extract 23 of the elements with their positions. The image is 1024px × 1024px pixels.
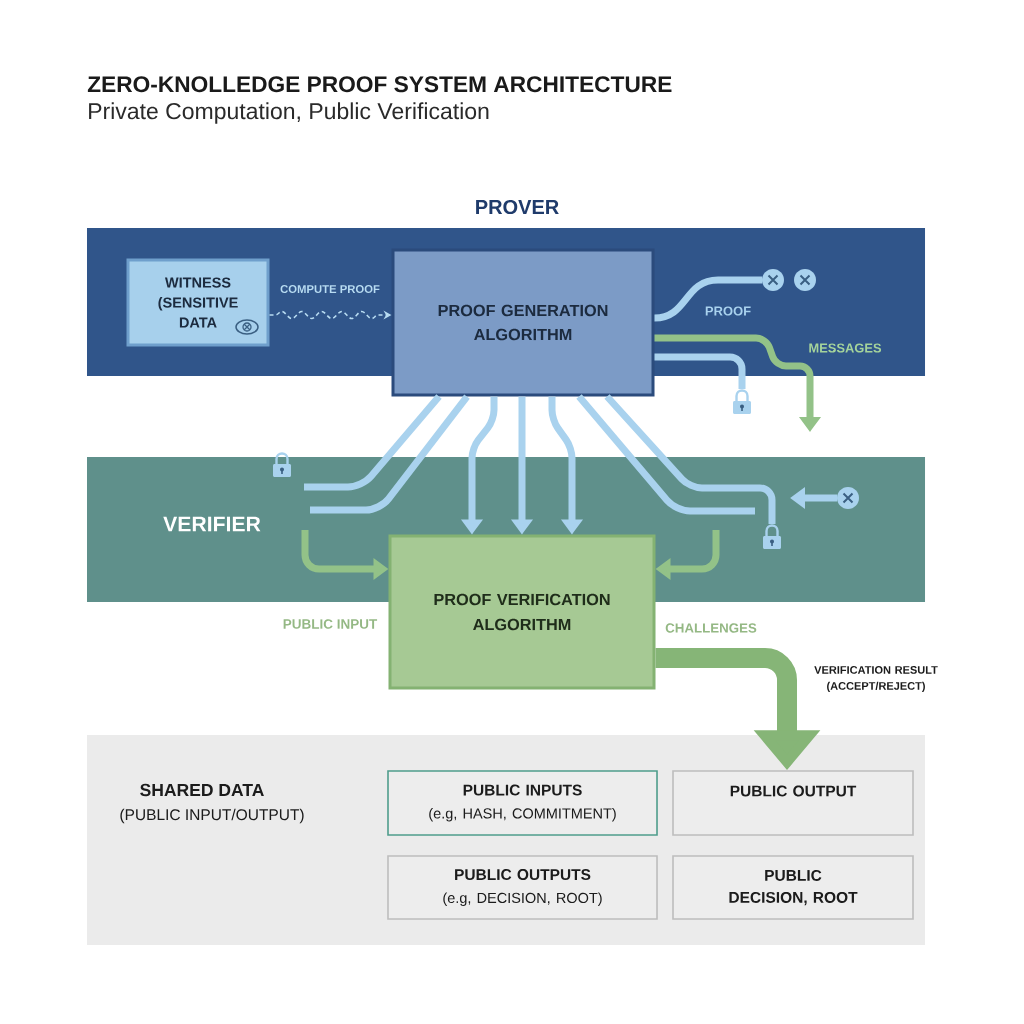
edge-label: PUBLIC INPUT [283, 619, 378, 629]
panel-heading: SHARED DATA [140, 783, 264, 797]
edge-label: CHALLENGES [665, 623, 757, 633]
lane-heading: VERIFIER [163, 516, 261, 532]
edge-label: COMPUTE PROOF [280, 285, 380, 293]
data-box: PUBLIC INPUTS (e.g, HASH, COMMITMENT) [387, 770, 658, 836]
lock-icon [733, 389, 751, 414]
edge-label: VERIFICATION RESULT (ACCEPT/REJECT) [814, 666, 938, 692]
subtitle: Private Computation, Public Verification [89, 102, 489, 124]
cross-circle-icon [762, 269, 784, 291]
data-box: PUBLIC OUTPUT [672, 770, 914, 836]
edge-label: MESSAGES [809, 343, 882, 353]
lane-heading: PROVER [476, 199, 559, 215]
panel-note: (PUBLIC INPUT/OUTPUT) [120, 808, 304, 824]
data-box: PUBLIC DECISION, ROOT [672, 855, 914, 920]
data-box: WITNESS (SENSITIVE DATA [126, 258, 270, 347]
data-box: PUBLIC OUTPUTS (e.g, DECISION, ROOT) [387, 855, 658, 920]
edge-label: PROOF [705, 306, 751, 316]
process-box: PROOF VERIFICATION ALGORITHM [388, 534, 656, 690]
process-box: PROOF GENERATION ALGORITHM [391, 248, 655, 397]
lock-icon [763, 524, 781, 549]
cross-circle-icon [837, 487, 859, 509]
title: ZERO-KNOLLEDGE PROOF SYSTEM ARCHITECTURE [87, 76, 672, 93]
